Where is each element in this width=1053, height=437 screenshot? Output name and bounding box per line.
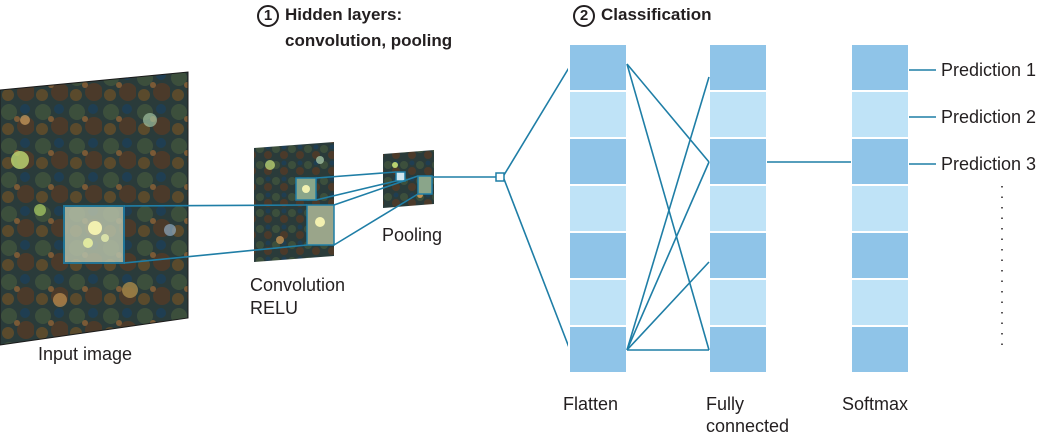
relu-label: RELU bbox=[250, 298, 299, 318]
softmax-column bbox=[850, 43, 910, 374]
dense-connections bbox=[626, 63, 851, 351]
convolution-label: Convolution bbox=[250, 275, 346, 295]
fully-connected-label-line1: Fully bbox=[706, 394, 745, 414]
fully-connected-label-line2: connected bbox=[706, 416, 790, 436]
input-patch bbox=[63, 205, 125, 264]
flatten-column bbox=[568, 43, 628, 374]
stage2-number: 2 bbox=[573, 4, 595, 27]
stage1-header: 1 Hidden layers: bbox=[257, 4, 402, 27]
stage1-title-line1: Hidden layers: bbox=[285, 5, 403, 24]
flatten-connections bbox=[503, 65, 571, 351]
stage2-header: 2 Classification bbox=[573, 4, 712, 27]
fully-connected-column bbox=[708, 43, 768, 374]
flatten-node bbox=[495, 172, 505, 182]
input-image-label: Input image bbox=[38, 344, 133, 364]
stage1-number: 1 bbox=[257, 4, 279, 27]
pooling-label: Pooling bbox=[382, 225, 443, 245]
prediction-connectors bbox=[909, 69, 936, 165]
prediction-3-label: Prediction 3 bbox=[941, 154, 1037, 174]
convolution-feature-map bbox=[254, 142, 335, 262]
softmax-label: Softmax bbox=[842, 394, 909, 414]
stage1-title-line2: convolution, pooling bbox=[285, 31, 453, 50]
hidden-layer-connections bbox=[123, 171, 496, 264]
prediction-2-label: Prediction 2 bbox=[941, 107, 1037, 127]
stage2-title: Classification bbox=[601, 5, 712, 24]
flatten-label: Flatten bbox=[563, 394, 619, 414]
prediction-1-label: Prediction 1 bbox=[941, 60, 1037, 80]
